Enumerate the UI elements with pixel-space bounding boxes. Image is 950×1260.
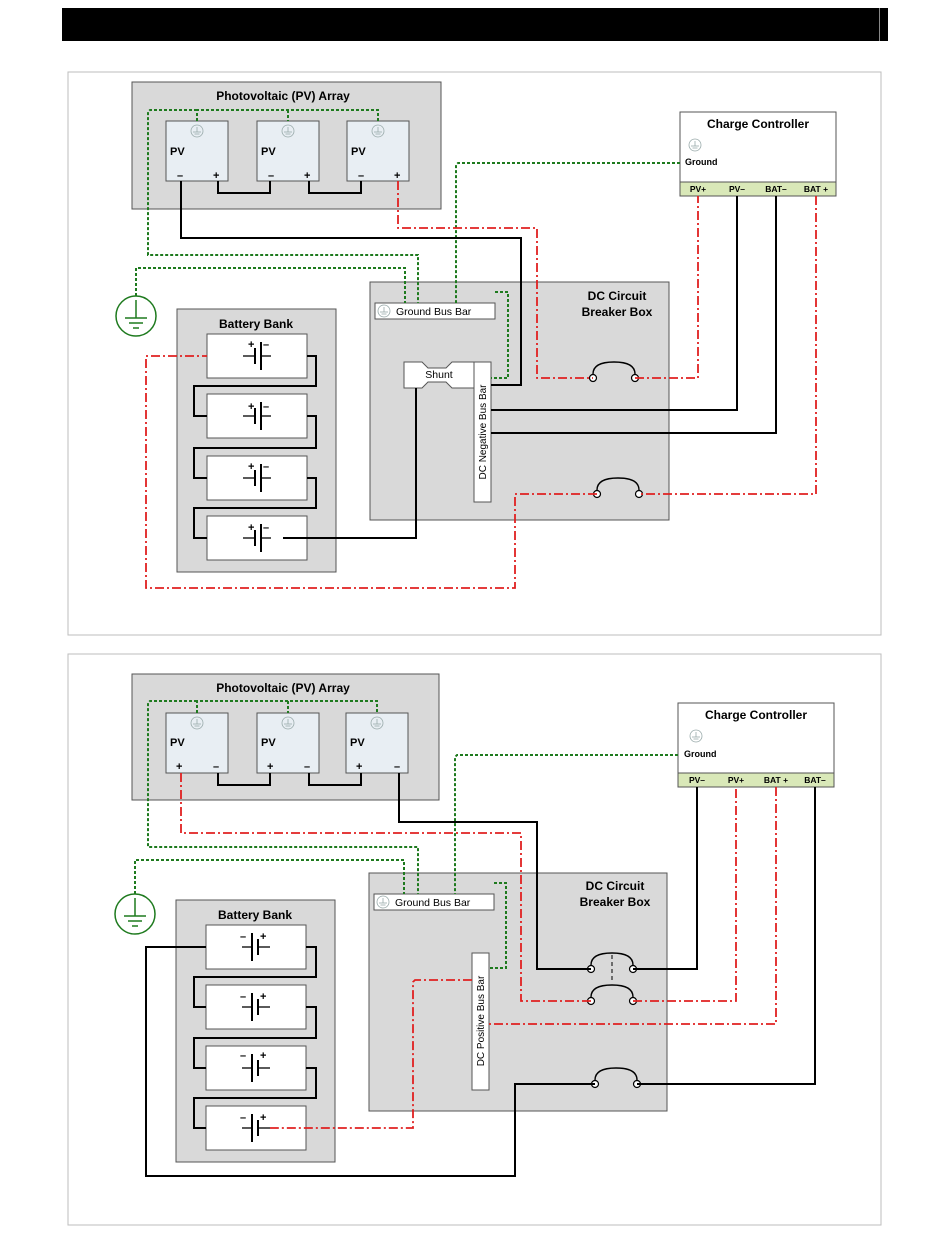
pv-terminal-pos: + [356, 761, 362, 773]
pv-label: PV [351, 146, 366, 158]
bus-bar-label: DC Positive Bus Bar [476, 975, 487, 1066]
terminal-pv-neg: PV– [689, 775, 705, 785]
negative-wires [180, 181, 777, 539]
terminal-bat-neg: BAT– [765, 184, 787, 194]
svg-text:+: + [248, 522, 254, 534]
svg-text:–: – [240, 1112, 246, 1124]
pv-terminal-neg: – [177, 170, 183, 182]
shunt: Shunt [403, 361, 475, 389]
svg-text:–: – [263, 461, 269, 473]
svg-text:–: – [263, 401, 269, 413]
terminal-pv-neg: PV– [729, 184, 745, 194]
ground-bus-label: Ground Bus Bar [396, 306, 472, 318]
positive-wires [145, 181, 817, 589]
pv-terminal-neg: – [304, 761, 310, 773]
svg-text:+: + [260, 931, 266, 943]
svg-text:–: – [263, 339, 269, 351]
positive-wires [180, 773, 777, 1129]
ground-bus-label: Ground Bus Bar [395, 897, 471, 909]
breaker-box-title-2: Breaker Box [580, 895, 651, 909]
breaker-box-title: DC Circuit [586, 879, 645, 893]
pv-label: PV [350, 737, 365, 749]
pv-panel-3: PV + – [345, 712, 409, 774]
breaker-box-title: DC Circuit [588, 289, 647, 303]
ground-bus-bar: Ground Bus Bar [373, 893, 495, 911]
pv-label: PV [170, 146, 185, 158]
svg-text:+: + [248, 401, 254, 413]
svg-text:–: – [240, 991, 246, 1003]
terminal-pv-pos: PV+ [690, 184, 706, 194]
battery-cell: + – [206, 333, 308, 379]
charge-controller: Charge Controller Ground PV+ PV– BAT– BA… [679, 111, 837, 197]
pv-terminal-pos: + [394, 170, 400, 182]
controller-title: Charge Controller [705, 708, 807, 722]
pv-array-title: Photovoltaic (PV) Array [216, 89, 350, 103]
negative-wires [145, 773, 816, 1177]
earth-ground-icon [114, 893, 156, 935]
svg-text:–: – [240, 1050, 246, 1062]
svg-text:+: + [260, 991, 266, 1003]
pv-panel-1: PV + – [165, 712, 229, 774]
ground-wires [134, 700, 678, 969]
charge-controller: Charge Controller Ground PV– PV+ BAT + B… [677, 702, 835, 788]
header-bar [62, 8, 888, 41]
pv-array-title: Photovoltaic (PV) Array [216, 681, 350, 695]
bus-bar-label: DC Negative Bus Bar [478, 384, 489, 480]
pv-label: PV [170, 737, 185, 749]
terminal-bat-neg: BAT– [804, 775, 826, 785]
breaker-box [369, 281, 670, 521]
pv-terminal-neg: – [394, 761, 400, 773]
diagram-1: Photovoltaic (PV) Array PV – + PV – + PV… [67, 71, 882, 636]
pv-terminal-pos: + [304, 170, 310, 182]
ground-wires [135, 109, 680, 379]
earth-ground-icon [115, 295, 157, 337]
pv-terminal-pos: + [213, 170, 219, 182]
pv-terminal-pos: + [176, 761, 182, 773]
pv-panel-3: PV – + [346, 120, 410, 182]
pv-panel-2: PV + – [256, 712, 320, 774]
pv-terminal-neg: – [213, 761, 219, 773]
terminal-pv-pos: PV+ [728, 775, 744, 785]
shunt-label: Shunt [425, 369, 453, 381]
breaker-box [368, 872, 668, 1112]
svg-text:+: + [260, 1050, 266, 1062]
battery-cell: + – [206, 393, 308, 439]
pv-terminal-neg: – [268, 170, 274, 182]
svg-text:–: – [240, 931, 246, 943]
battery-bank-title: Battery Bank [219, 317, 293, 331]
positive-bus-bar: DC Positive Bus Bar [471, 952, 490, 1091]
battery-cell: – + [205, 1045, 307, 1091]
breaker-box-title-2: Breaker Box [582, 305, 653, 319]
controller-title: Charge Controller [707, 117, 809, 131]
negative-bus-bar: DC Negative Bus Bar [473, 361, 492, 503]
pv-label: PV [261, 146, 276, 158]
pv-terminal-neg: – [358, 170, 364, 182]
diagram-2: Photovoltaic (PV) Array PV + – PV + – PV… [67, 653, 882, 1226]
battery-cell: – + [205, 924, 307, 970]
battery-bank-title: Battery Bank [218, 908, 292, 922]
svg-text:–: – [263, 522, 269, 534]
pv-panel-1: PV – + [165, 120, 229, 182]
terminal-bat-pos: BAT + [804, 184, 828, 194]
battery-cell: + – [206, 455, 308, 501]
svg-text:+: + [260, 1112, 266, 1124]
pv-terminal-pos: + [267, 761, 273, 773]
controller-ground-label: Ground [684, 749, 717, 759]
ground-bus-bar: Ground Bus Bar [374, 302, 496, 320]
pv-panel-2: PV – + [256, 120, 320, 182]
controller-ground-label: Ground [685, 157, 718, 167]
terminal-bat-pos: BAT + [764, 775, 788, 785]
svg-text:+: + [248, 461, 254, 473]
battery-cell: – + [205, 984, 307, 1030]
svg-text:+: + [248, 339, 254, 351]
pv-label: PV [261, 737, 276, 749]
